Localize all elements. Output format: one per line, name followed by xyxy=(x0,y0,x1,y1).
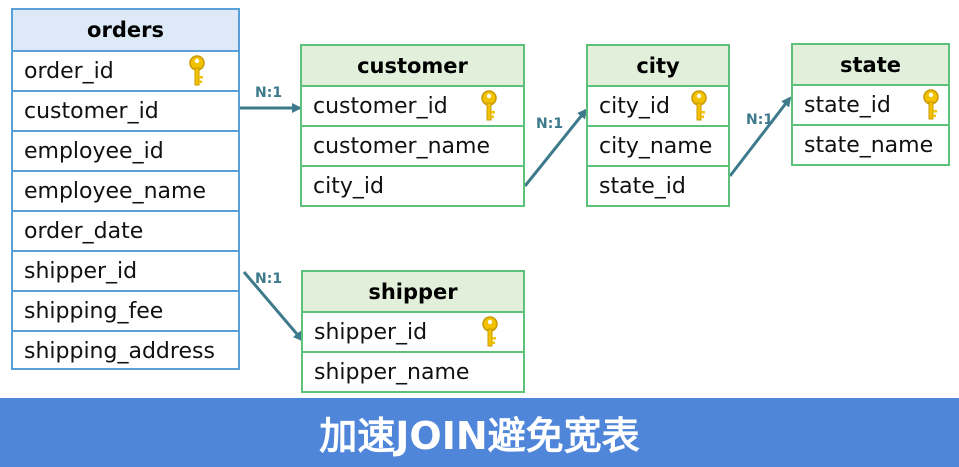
field-row[interactable]: city_id xyxy=(588,87,728,127)
field-name: shipper_name xyxy=(314,359,470,385)
table-title: customer xyxy=(302,46,523,87)
field-name: shipping_fee xyxy=(24,298,164,324)
field-name: state_name xyxy=(804,132,934,158)
table-city[interactable]: city city_id city_name state_id xyxy=(586,44,730,207)
connector-orders-shipper xyxy=(242,271,304,342)
table-orders[interactable]: orders order_id customer_id employee_id … xyxy=(11,8,240,370)
relation-label: N:1 xyxy=(255,271,282,287)
connector-city-state xyxy=(728,96,792,177)
field-name: state_id xyxy=(599,173,686,199)
table-state[interactable]: state state_id state_name xyxy=(791,43,950,166)
field-row[interactable]: state_id xyxy=(588,167,728,205)
field-row[interactable]: state_name xyxy=(793,126,948,164)
relation-label: N:1 xyxy=(255,85,282,101)
field-row[interactable]: customer_id xyxy=(302,87,523,127)
relationship-connectors: N:1 N:1 N:1 N:1 xyxy=(240,85,792,342)
field-name: city_id xyxy=(313,173,384,199)
field-row[interactable]: customer_name xyxy=(302,127,523,167)
field-name: city_name xyxy=(599,133,713,159)
table-title: city xyxy=(588,46,728,87)
primary-key-icon xyxy=(923,89,939,120)
field-row[interactable]: order_date xyxy=(13,212,238,252)
primary-key-icon xyxy=(189,55,205,86)
primary-key-icon xyxy=(691,90,707,121)
field-row[interactable]: shipper_name xyxy=(303,353,523,391)
field-name: state_id xyxy=(804,92,891,118)
title-banner: 加速JOIN避免宽表 xyxy=(0,398,959,467)
primary-key-icon xyxy=(482,316,498,347)
relation-label: N:1 xyxy=(536,116,563,132)
field-name: customer_id xyxy=(313,93,448,119)
connector-customer-city xyxy=(523,108,588,187)
table-title: shipper xyxy=(303,272,523,313)
table-title: state xyxy=(793,45,948,86)
field-name: order_date xyxy=(24,218,144,244)
field-row[interactable]: shipper_id xyxy=(13,252,238,292)
field-name: shipper_id xyxy=(314,319,428,345)
field-row[interactable]: customer_id xyxy=(13,92,238,132)
field-row[interactable]: shipping_fee xyxy=(13,292,238,332)
field-name: shipping_address xyxy=(24,338,215,364)
field-row[interactable]: employee_id xyxy=(13,132,238,172)
field-name: employee_id xyxy=(24,138,164,164)
banner-text: 加速JOIN避免宽表 xyxy=(319,414,640,458)
field-name: city_id xyxy=(599,93,670,119)
table-customer[interactable]: customer customer_id customer_name city_… xyxy=(300,44,525,207)
field-row[interactable]: city_id xyxy=(302,167,523,205)
table-shipper[interactable]: shipper shipper_id shipper_name xyxy=(301,270,525,393)
field-row[interactable]: city_name xyxy=(588,127,728,167)
field-row[interactable]: shipping_address xyxy=(13,332,238,370)
table-title: orders xyxy=(13,10,238,52)
field-row[interactable]: employee_name xyxy=(13,172,238,212)
field-name: customer_id xyxy=(24,98,159,124)
field-name: employee_name xyxy=(24,178,206,204)
field-row[interactable]: shipper_id xyxy=(303,313,523,353)
relation-label: N:1 xyxy=(746,112,773,128)
field-name: order_id xyxy=(24,58,114,84)
primary-key-icon xyxy=(481,90,497,121)
field-name: customer_name xyxy=(313,133,490,159)
field-row[interactable]: state_id xyxy=(793,86,948,126)
field-name: shipper_id xyxy=(24,258,138,284)
field-row[interactable]: order_id xyxy=(13,52,238,92)
